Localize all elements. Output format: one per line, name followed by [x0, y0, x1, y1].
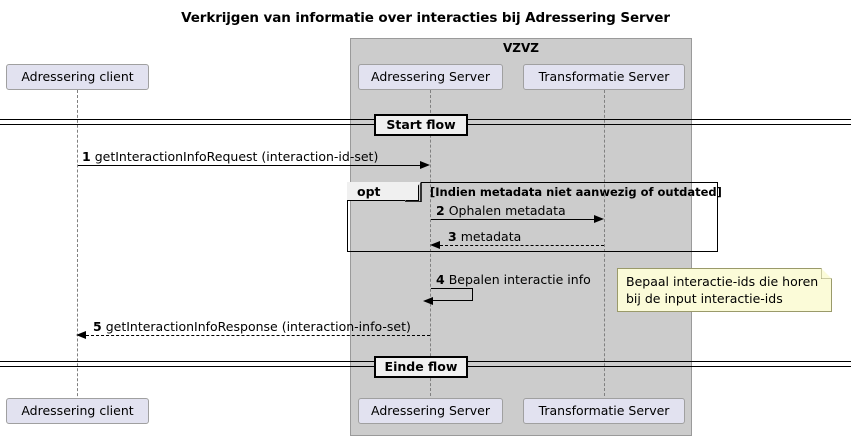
- message-4-text: Bepalen interactie info: [448, 272, 591, 287]
- divider-start-flow: Start flow: [374, 114, 468, 136]
- message-2-text: Ophalen metadata: [448, 203, 566, 218]
- lifeline-transformatie-server: [604, 90, 605, 396]
- message-4-self-loop: [431, 288, 473, 301]
- message-2-arrowhead: [594, 214, 604, 223]
- message-2-line: [431, 219, 596, 220]
- message-2-number: 2: [436, 203, 445, 218]
- message-4-number: 4: [436, 272, 445, 287]
- lifeline-client: [77, 90, 78, 416]
- message-5-arrowhead: [76, 330, 86, 339]
- message-3-text: metadata: [460, 229, 522, 244]
- message-1-line: [78, 165, 422, 166]
- fragment-opt-tab-corner-line: [405, 183, 422, 202]
- message-5-label: 5 getInteractionInfoResponse (interactio…: [93, 319, 411, 334]
- message-4-arrowhead: [423, 296, 433, 305]
- message-1-number: 1: [82, 149, 91, 164]
- fragment-opt-tab-corner: [405, 182, 421, 201]
- note-fold-icon: [821, 268, 832, 279]
- participant-top-client[interactable]: Adressering client: [6, 64, 149, 90]
- message-3-line: [440, 245, 604, 246]
- message-3-label: 3 metadata: [448, 229, 521, 244]
- fragment-opt-operator: opt: [357, 184, 381, 199]
- participant-top-adressering-server[interactable]: Adressering Server: [358, 64, 503, 90]
- message-3-arrowhead: [430, 240, 440, 249]
- participant-bottom-transformatie-server[interactable]: Transformatie Server: [523, 398, 685, 424]
- message-5-text: getInteractionInfoResponse (interaction-…: [105, 319, 411, 334]
- message-3-number: 3: [448, 229, 457, 244]
- message-1-label: 1 getInteractionInfoRequest (interaction…: [82, 149, 378, 164]
- page-title: Verkrijgen van informatie over interacti…: [181, 10, 670, 26]
- message-4-label: 4 Bepalen interactie info: [436, 272, 591, 287]
- participant-top-transformatie-server[interactable]: Transformatie Server: [523, 64, 685, 90]
- participant-bottom-client[interactable]: Adressering client: [6, 398, 149, 424]
- participant-bottom-adressering-server[interactable]: Adressering Server: [358, 398, 503, 424]
- group-label: VZVZ: [503, 41, 539, 55]
- message-5-line: [86, 335, 430, 336]
- message-1-arrowhead: [420, 160, 430, 169]
- message-5-number: 5: [93, 319, 102, 334]
- divider-einde-flow: Einde flow: [374, 356, 468, 378]
- message-1-text: getInteractionInfoRequest (interaction-i…: [94, 149, 379, 164]
- fragment-opt-frame: [347, 182, 718, 252]
- note-line-1: Bepaal interactie-ids die horen: [626, 274, 819, 289]
- note-bepaal: Bepaal interactie-ids die horen bij de i…: [617, 268, 832, 312]
- note-line-2: bij de input interactie-ids: [626, 291, 783, 306]
- message-2-label: 2 Ophalen metadata: [436, 203, 566, 218]
- fragment-opt-guard: [Indien metadata niet aanwezig of outdat…: [430, 185, 722, 199]
